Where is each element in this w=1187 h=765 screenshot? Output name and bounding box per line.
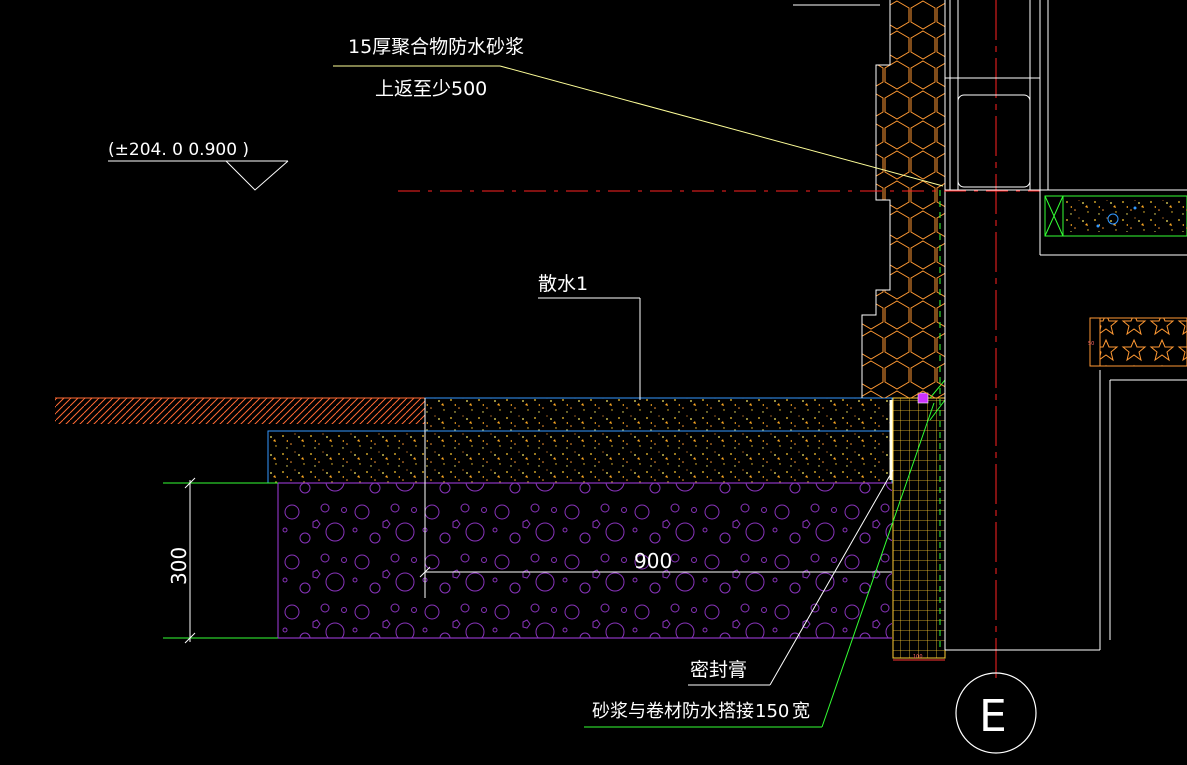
wall-hex-masonry <box>861 0 946 650</box>
dim-base-depth: 300 <box>167 547 191 585</box>
tiny-dim-bottom: 100 <box>913 654 923 660</box>
leader-apron: 散水1 <box>538 273 641 400</box>
gravel-base <box>277 482 892 639</box>
elevation-label: (±204. 0 0.900 ) <box>108 140 249 160</box>
axis-label: E <box>979 691 1007 742</box>
leader-sealant: 密封膏 <box>688 469 894 686</box>
leader-lap: 砂浆与卷材防水搭接 150 宽 <box>584 402 935 728</box>
note-lap-value: 150 <box>755 701 789 722</box>
elevation-marker: (±204. 0 0.900 ) <box>108 140 289 191</box>
dimension-900: 900 <box>419 398 892 598</box>
dim-apron-width: 900 <box>634 549 672 573</box>
axis-bubble-e: E <box>955 672 1037 754</box>
note-sealant: 密封膏 <box>690 658 747 681</box>
apron-top-layer <box>424 397 893 432</box>
ground-hatch <box>55 397 425 424</box>
note-waterproof-line1: 15厚聚合物防水砂浆 <box>348 36 524 58</box>
apron-lower-layer <box>267 430 893 484</box>
tiny-dim-side: 50 <box>1088 341 1094 347</box>
dimension-300: 300 <box>163 477 278 644</box>
grid-waterproof-zone <box>892 379 946 659</box>
note-waterproof-line2: 上返至少500 <box>375 78 487 100</box>
note-lap-text: 砂浆与卷材防水搭接 <box>592 701 754 722</box>
leader-waterproof: 15厚聚合物防水砂浆 上返至少500 <box>333 36 944 187</box>
note-lap-unit: 宽 <box>792 701 810 722</box>
right-star-panel: 50 <box>1088 317 1187 367</box>
note-apron: 散水1 <box>538 273 588 295</box>
right-slab <box>1044 195 1187 237</box>
building-outline <box>945 0 1187 651</box>
